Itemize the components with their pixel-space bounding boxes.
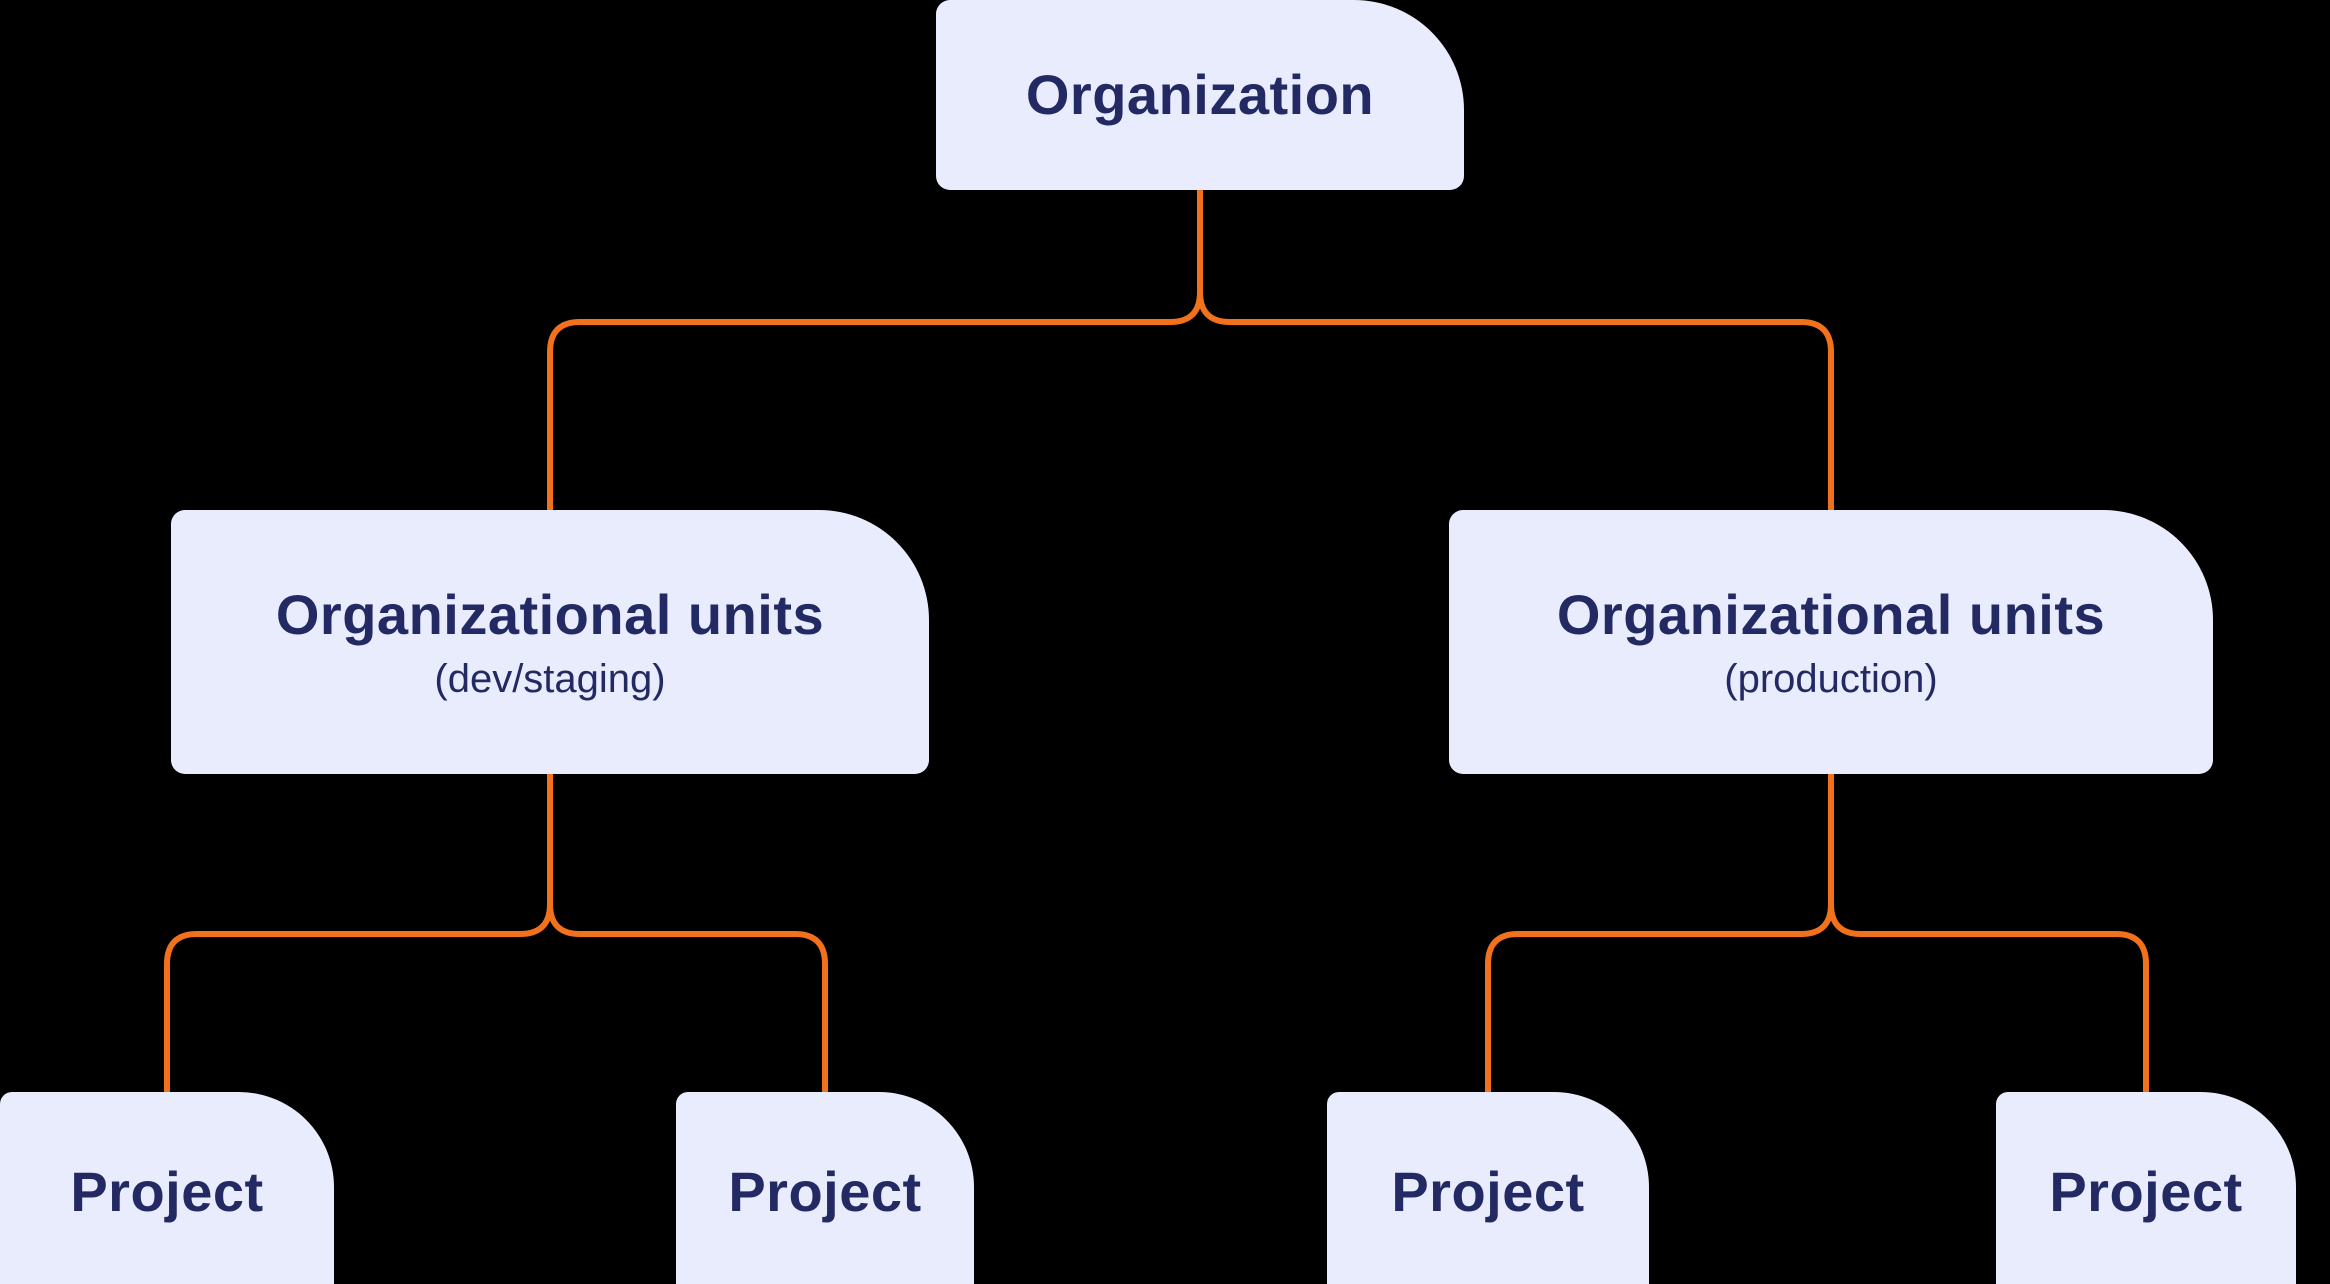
edge-production-to-project-3 <box>1485 773 1834 1092</box>
node-label: Project <box>70 1159 264 1223</box>
node-label: Project <box>2049 1159 2243 1223</box>
node-project-3: Project <box>1327 1092 1649 1284</box>
node-project-2: Project <box>676 1092 974 1284</box>
edge-organization-to-production <box>1197 189 1834 510</box>
node-label: Organizational units <box>1556 582 2106 646</box>
edge-dev-staging-to-project-1 <box>164 773 553 1092</box>
node-project-1: Project <box>0 1092 334 1284</box>
edge-organization-to-dev-staging <box>547 189 1203 510</box>
node-label: Organization <box>1025 62 1375 126</box>
node-org-units-dev-staging: Organizational units (dev/staging) <box>171 510 929 774</box>
node-sublabel: (production) <box>1724 657 1938 702</box>
edge-production-to-project-4 <box>1828 773 2149 1092</box>
edge-dev-staging-to-project-2 <box>547 773 828 1092</box>
node-organization: Organization <box>936 0 1464 190</box>
node-label: Project <box>1391 1159 1585 1223</box>
node-project-4: Project <box>1996 1092 2296 1284</box>
node-sublabel: (dev/staging) <box>434 657 666 702</box>
node-label: Organizational units <box>275 582 825 646</box>
node-label: Project <box>728 1159 922 1223</box>
node-org-units-production: Organizational units (production) <box>1449 510 2213 774</box>
